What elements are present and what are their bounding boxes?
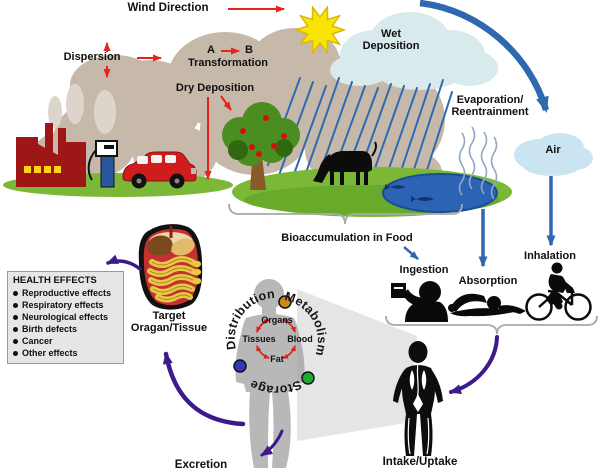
dispersion-label: Dispersion: [63, 51, 121, 63]
blue-arrows: [403, 0, 556, 268]
bullet-icon: [13, 290, 18, 296]
dry-deposition-tree-arrow: [220, 95, 232, 111]
target-organ-icon: [138, 224, 203, 310]
cow-icon: [313, 141, 377, 185]
dry-deposition-label: Dry Deposition: [175, 82, 255, 94]
air-label: Air: [545, 144, 561, 156]
excretion-label: Excretion: [174, 459, 228, 471]
health-effect-item: Cancer: [13, 335, 119, 347]
cycle-dots: [233, 295, 315, 385]
inhalation-label: Inhalation: [524, 250, 576, 262]
anatomical-body-icon: [393, 341, 443, 456]
exposure-routes-bracket: [385, 315, 598, 335]
bullet-icon: [13, 302, 18, 308]
pond-icon: [382, 173, 498, 213]
health-effect-item: Reproductive effects: [13, 287, 119, 299]
health-effect-item: Birth defects: [13, 323, 119, 335]
health-effect-item: Respiratory effects: [13, 299, 119, 311]
health-effect-item: Other effects: [13, 347, 119, 359]
target-organ-label: Target Oragan/Tissue: [130, 310, 208, 335]
bullet-icon: [13, 350, 18, 356]
fuel-pump-icon: [87, 140, 118, 188]
health-effects-title: HEALTH EFFECTS: [13, 275, 97, 286]
inner-cycle-arrows: [256, 319, 296, 359]
blood-label: Blood: [287, 334, 313, 344]
cyclist-icon: [525, 262, 592, 321]
drinking-person-icon: [391, 281, 448, 322]
bioaccumulation-label: Bioaccumulation in Food: [281, 232, 413, 244]
transformation-a-label: A: [207, 44, 215, 56]
transformation-label: Transformation: [187, 57, 269, 69]
organ-to-health-arrow: [106, 254, 142, 271]
excretion-arrow: [260, 429, 284, 457]
rain-cloud-icon: [330, 12, 498, 90]
intake-uptake-label: Intake/Uptake: [382, 456, 458, 468]
fish-icon: [385, 184, 434, 202]
distribution-metabolism-dot: [278, 295, 292, 309]
food-to-ingestion-arrow: [403, 246, 419, 260]
evaporation-waves-icon: [458, 126, 498, 200]
sky-to-air-arrow: [419, 0, 550, 113]
evaporation-label: Evaporation/ Reentrainment: [451, 94, 529, 119]
health-effects-box: HEALTH EFFECTS Reproductive effects Resp…: [7, 271, 124, 364]
body-to-organ-arrow: [162, 351, 246, 427]
routes-to-body-arrow: [449, 335, 499, 394]
transformation-b-label: B: [245, 44, 253, 56]
magnifier-beam: [297, 289, 417, 441]
red-arrows: [103, 5, 285, 180]
ingestion-label: Ingestion: [399, 264, 449, 276]
bullet-icon: [13, 326, 18, 332]
metabolism-storage-dot: [301, 371, 315, 385]
organs-label: Organs: [261, 315, 293, 325]
brackets: [228, 203, 598, 335]
storage-distribution-dot: [233, 359, 247, 373]
health-effect-item: Neurological effects: [13, 311, 119, 323]
chimney-smoke-icon: [48, 84, 116, 134]
swimmer-icon: [448, 293, 526, 317]
air-cloud-icon: [514, 133, 593, 176]
tissues-label: Tissues: [242, 334, 276, 344]
fat-label: Fat: [270, 354, 284, 364]
wet-deposition-label: Wet Deposition: [362, 28, 420, 53]
absorption-label: Absorption: [458, 275, 518, 287]
factory-icon: [16, 123, 86, 187]
bioaccumulation-bracket: [228, 203, 463, 225]
purple-arrows: [106, 254, 499, 457]
human-silhouette-icon: [235, 279, 305, 468]
wind-direction-label: Wind Direction: [127, 2, 209, 14]
bullet-icon: [13, 338, 18, 344]
tree-icon: [222, 102, 300, 190]
car-icon: [122, 151, 197, 189]
bullet-icon: [13, 314, 18, 320]
sun-icon: [293, 5, 347, 55]
